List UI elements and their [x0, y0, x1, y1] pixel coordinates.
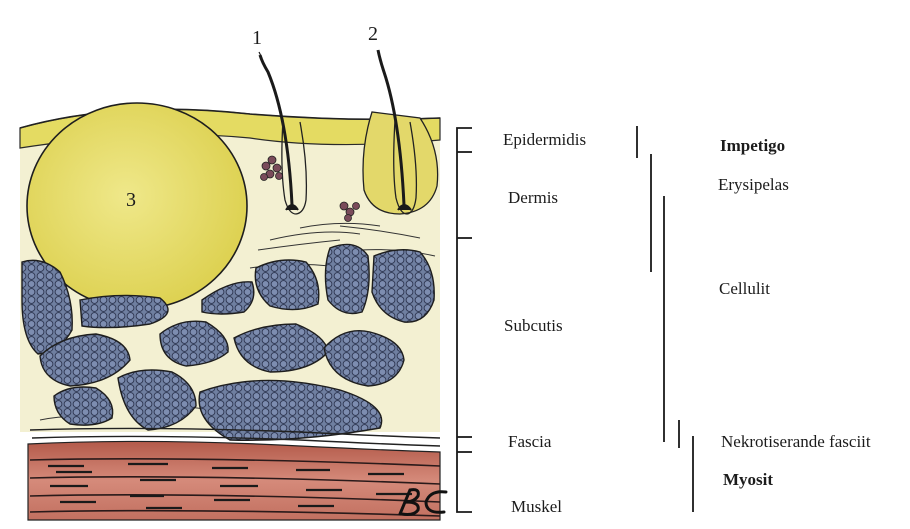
layer-label-subcutis: Subcutis [504, 317, 563, 334]
muscle-band [28, 441, 440, 520]
layer-label-epidermis: Epidermidis [503, 131, 586, 148]
layer-label-dermis: Dermis [508, 189, 558, 206]
hair-marker-1: 1 [252, 28, 262, 48]
condition-myositis: Myosit [723, 471, 773, 488]
cyst-marker-3: 3 [126, 190, 136, 210]
condition-impetigo: Impetigo [720, 137, 785, 154]
condition-cellulitis: Cellulit [719, 280, 770, 297]
condition-erysipelas: Erysipelas [718, 176, 789, 193]
layer-label-muscle: Muskel [511, 498, 562, 515]
condition-necrotizing-fasciitis: Nekrotiserande fasciit [721, 433, 871, 450]
layer-label-fascia: Fascia [508, 433, 551, 450]
hair-marker-2: 2 [368, 24, 378, 44]
artist-signature [396, 484, 456, 520]
